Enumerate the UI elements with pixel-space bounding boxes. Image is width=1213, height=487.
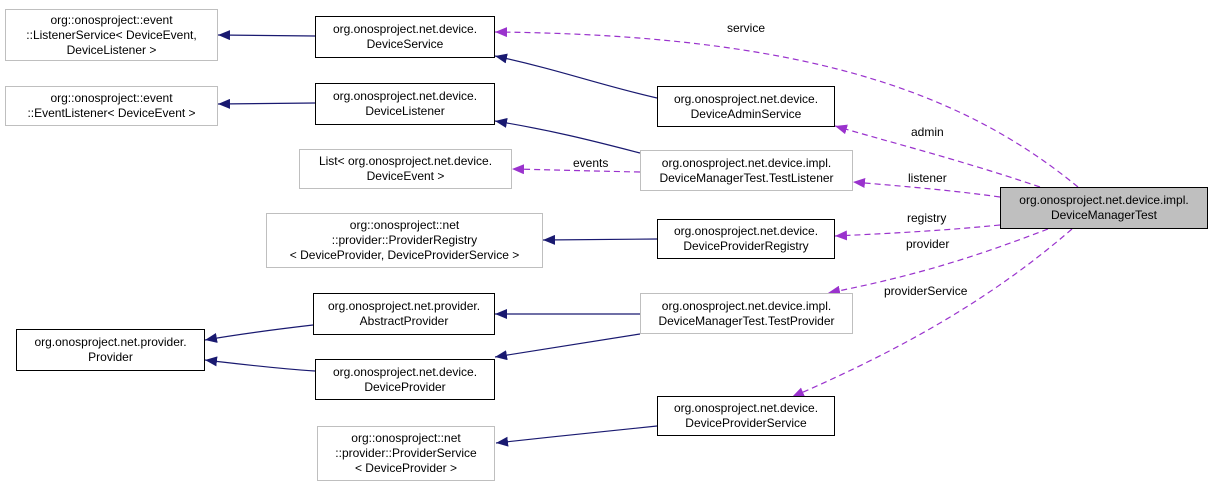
node-line: org.onosproject.net.device.impl. [1019, 193, 1189, 207]
edge-listener [852, 178, 1001, 198]
edge-deviceprovider-to-provider [204, 356, 316, 372]
node-test-listener[interactable]: org.onosproject.net.device.impl. DeviceM… [640, 150, 853, 191]
node-test-provider[interactable]: org.onosproject.net.device.impl. DeviceM… [640, 293, 853, 334]
edge-label-registry: registry [907, 211, 947, 225]
edge-events [511, 164, 641, 175]
node-line: Provider [88, 350, 133, 364]
edge-deviceadminservice-to-deviceservice [494, 53, 658, 99]
node-line: org.onosproject.net.provider. [34, 335, 187, 349]
node-provider[interactable]: org.onosproject.net.provider. Provider [16, 329, 205, 371]
edge-label-admin: admin [911, 125, 944, 139]
node-line: org.onosproject.net.provider. [327, 299, 481, 313]
edge-deviceservice-to-listenerservice [217, 30, 316, 41]
node-device-service[interactable]: org.onosproject.net.device. DeviceServic… [315, 16, 495, 58]
node-line: DeviceProviderRegistry [683, 239, 809, 253]
node-line: AbstractProvider [359, 314, 449, 328]
node-device-provider-service[interactable]: org.onosproject.net.device. DeviceProvid… [657, 396, 835, 436]
node-line: org.onosproject.net.device.impl. [661, 298, 832, 313]
edge-registry [834, 224, 1001, 241]
node-line: ::provider::ProviderService [335, 446, 477, 460]
edge-admin [834, 124, 1041, 188]
node-line: org::onosproject::net [349, 218, 460, 232]
node-line: org.onosproject.net.device. [673, 401, 819, 415]
node-line: DeviceEvent > [366, 169, 445, 183]
node-line: DeviceAdminService [690, 106, 802, 121]
node-line: DeviceService [366, 37, 444, 51]
node-device-provider-registry[interactable]: org.onosproject.net.device. DeviceProvid… [657, 219, 835, 259]
node-line: org::onosproject::event [50, 91, 173, 105]
node-line: DeviceManagerTest [1050, 208, 1158, 222]
node-line: DeviceManagerTest.TestProvider [658, 313, 835, 328]
node-event-listener[interactable]: org::onosproject::event ::EventListener<… [5, 86, 218, 126]
node-line: < DeviceProvider > [354, 461, 458, 475]
edge-providerservice [791, 228, 1073, 398]
node-device-listener[interactable]: org.onosproject.net.device. DeviceListen… [315, 83, 495, 125]
node-line: org.onosproject.net.device. [673, 224, 819, 238]
edge-abstractprovider-to-provider [204, 324, 314, 343]
node-line: < DeviceProvider, DeviceProviderService … [289, 248, 520, 262]
node-line: DeviceProviderService [685, 416, 807, 430]
node-line: DeviceListener > [66, 42, 157, 57]
node-listener-service[interactable]: org::onosproject::event ::ListenerServic… [5, 9, 218, 61]
node-line: DeviceProvider [364, 379, 446, 394]
node-line: org.onosproject.net.device. [673, 91, 819, 106]
edge-devicelistener-to-eventlistener [217, 98, 316, 109]
node-line: org.onosproject.net.device. [332, 89, 478, 103]
edge-label-listener: listener [908, 171, 947, 185]
edge-testprovider-to-deviceprovider [494, 333, 641, 361]
node-line: ::EventListener< DeviceEvent > [27, 106, 196, 120]
node-provider-registry[interactable]: org::onosproject::net ::provider::Provid… [266, 213, 543, 268]
edge-label-provider-service: providerService [884, 284, 968, 298]
node-line: List< org.onosproject.net.device. [318, 154, 493, 168]
node-line: ::provider::ProviderRegistry [331, 233, 478, 247]
node-line: DeviceListener [365, 104, 445, 118]
edge-service [494, 27, 1079, 188]
node-line: org.onosproject.net.device. [332, 364, 478, 379]
node-line: org::onosproject::event [50, 12, 173, 27]
node-list-device-event[interactable]: List< org.onosproject.net.device. Device… [299, 149, 512, 189]
node-provider-service[interactable]: org::onosproject::net ::provider::Provid… [317, 426, 495, 481]
node-abstract-provider[interactable]: org.onosproject.net.provider. AbstractPr… [313, 293, 495, 335]
edge-provider [827, 228, 1049, 296]
node-device-admin-service[interactable]: org.onosproject.net.device. DeviceAdminS… [657, 86, 835, 127]
node-device-provider[interactable]: org.onosproject.net.device. DeviceProvid… [315, 359, 495, 400]
node-line: org.onosproject.net.device. [332, 22, 478, 36]
node-line: org.onosproject.net.device.impl. [661, 155, 832, 170]
node-line: DeviceManagerTest.TestListener [659, 170, 834, 185]
edge-deviceproviderregistry-to-providerregistry [542, 234, 658, 245]
node-device-manager-test: org.onosproject.net.device.impl. DeviceM… [1000, 187, 1208, 229]
node-line: ::ListenerService< DeviceEvent, [26, 27, 197, 42]
edge-label-provider: provider [906, 237, 950, 251]
edge-testlistener-to-devicelistener [494, 118, 641, 154]
edge-label-service: service [727, 21, 766, 35]
node-line: org::onosproject::net [351, 431, 461, 445]
edge-deviceproviderservice-to-providerservice [495, 425, 658, 447]
edge-label-events: events [573, 156, 609, 170]
